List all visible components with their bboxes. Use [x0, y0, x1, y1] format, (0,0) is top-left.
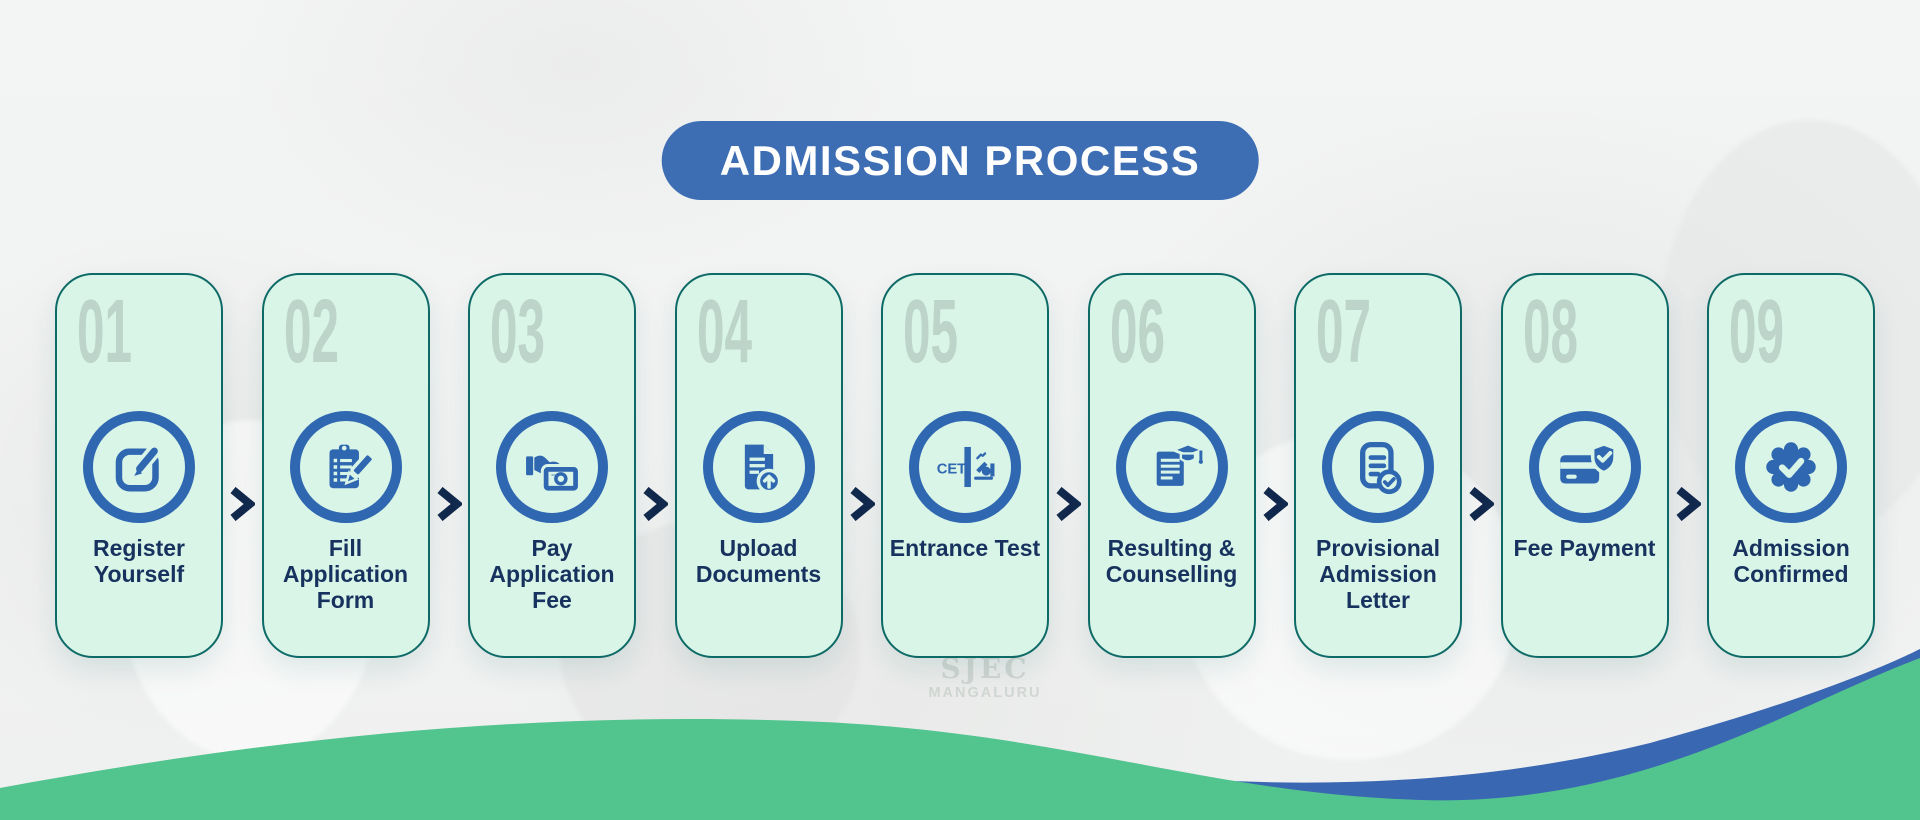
document-upload-icon — [744, 444, 781, 494]
letter-check-icon — [1360, 441, 1402, 495]
chevron-right-icon — [1055, 486, 1082, 521]
step-number: 04 — [696, 282, 752, 382]
step-label: Fee Payment — [1513, 535, 1656, 561]
step-card-6: 06 Resulting & Counselling — [1087, 273, 1256, 658]
icon-ring — [1322, 411, 1434, 523]
wave-green — [0, 658, 1920, 820]
cet-exam-icon: CET — [937, 446, 995, 488]
step-label: Upload Documents — [695, 535, 822, 588]
edit-icon — [115, 444, 161, 492]
step-card-4: 04 Upload Documents — [674, 273, 843, 658]
icon-ring — [1735, 411, 1847, 523]
icon-ring — [83, 411, 195, 523]
step-card-7: 07 Provisional Admission Letter — [1294, 273, 1462, 658]
chevron-right-icon — [849, 486, 875, 521]
step-card-5: 05 CET Entrance Test — [881, 273, 1049, 658]
step-label: Register Yourself — [92, 535, 186, 588]
step-card-8: 08 Fee Payment — [1500, 273, 1669, 658]
step-card-9: 09 Admission Confirmed — [1707, 273, 1875, 658]
chevron-right-icon — [229, 486, 256, 521]
icon-ring — [496, 411, 608, 523]
page-title: ADMISSION PROCESS — [719, 136, 1201, 184]
verified-badge-icon — [1766, 442, 1816, 492]
step-number: 09 — [1729, 282, 1785, 382]
chevron-right-icon — [1262, 486, 1288, 521]
icon-ring — [1115, 411, 1228, 523]
result-graduation-icon — [1156, 442, 1205, 486]
chevron-right-icon — [1468, 486, 1495, 521]
step-number: 01 — [77, 282, 133, 382]
step-card-1: 01 Register Yourself — [55, 273, 223, 658]
clipboard-pen-icon — [329, 444, 375, 489]
chevron-right-icon — [436, 486, 462, 521]
icon-ring — [702, 411, 815, 523]
icon-ring: CET — [909, 411, 1021, 523]
step-number: 07 — [1316, 282, 1372, 382]
steps-row: 01 Register Yourself 02 — [55, 273, 1875, 658]
chevron-right-icon — [1675, 486, 1701, 521]
hand-money-icon — [526, 455, 581, 494]
step-label: Provisional Admission Letter — [1316, 535, 1440, 614]
cet-label: CET — [937, 461, 966, 477]
step-label: Fill Application Form — [282, 535, 409, 614]
step-number: 06 — [1109, 282, 1165, 382]
card-shield-icon — [1559, 442, 1617, 484]
step-label: Admission Confirmed — [1732, 535, 1850, 588]
icon-ring — [1528, 411, 1641, 523]
step-number: 08 — [1522, 282, 1578, 382]
step-card-2: 02 Fill Application Form — [261, 273, 430, 658]
title-banner: ADMISSION PROCESS — [661, 121, 1259, 200]
step-number: 05 — [903, 282, 959, 382]
bottom-wave — [0, 649, 1920, 820]
step-number: 02 — [283, 282, 339, 382]
step-label: Pay Application Fee — [489, 535, 615, 614]
step-label: Entrance Test — [889, 535, 1041, 561]
icon-ring — [289, 411, 402, 523]
step-card-3: 03 Pay Application Fee — [468, 273, 636, 658]
step-number: 03 — [490, 282, 546, 382]
step-label: Resulting & Counselling — [1105, 535, 1238, 588]
chevron-right-icon — [642, 486, 669, 521]
